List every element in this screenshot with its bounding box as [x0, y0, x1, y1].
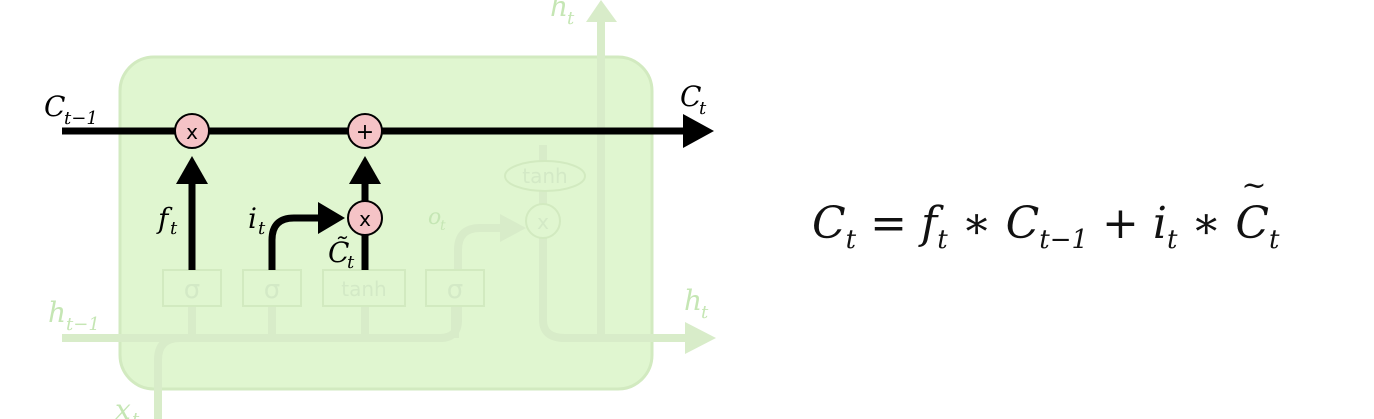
svg-text:h: h — [48, 296, 66, 329]
svg-text:C: C — [680, 80, 701, 113]
svg-text:σ: σ — [264, 275, 280, 305]
eq-lhs-sub: t — [845, 225, 857, 255]
eq-star-1: ∗ — [947, 198, 1006, 249]
output-multiply-op-faded: x — [525, 203, 561, 239]
svg-text:C̃: C̃ — [328, 236, 349, 269]
eq-c-prev: C — [1005, 198, 1040, 249]
eq-i: i — [1152, 198, 1167, 249]
svg-text:t: t — [347, 252, 355, 273]
gate-sigma-output: σ — [425, 269, 485, 307]
label-h-prev: h t−1 — [48, 296, 100, 335]
label-c-t: C t — [680, 80, 707, 119]
svg-text:+: + — [356, 120, 374, 145]
svg-text:t: t — [170, 218, 178, 239]
eq-star-2: ∗ — [1177, 198, 1236, 249]
svg-text:t: t — [440, 218, 446, 234]
label-o-t: o t — [428, 205, 446, 234]
svg-text:t: t — [567, 8, 575, 29]
label-i-t: i t — [248, 202, 266, 239]
gate-sigma-input: σ — [242, 269, 302, 307]
gate-tanh-candidate: tanh — [322, 269, 406, 307]
eq-i-sub: t — [1166, 225, 1178, 255]
tanh-output-oval: tanh — [504, 160, 586, 192]
svg-text:h: h — [684, 284, 702, 317]
eq-c-tilde-sub: t — [1269, 225, 1280, 255]
svg-text:t: t — [699, 98, 707, 119]
faded-arrowhead-right — [685, 322, 716, 354]
svg-text:o: o — [428, 205, 441, 230]
svg-text:t−1: t−1 — [66, 314, 100, 335]
svg-text:t: t — [258, 218, 266, 239]
svg-text:t: t — [132, 409, 140, 419]
label-h-t-top: h t — [550, 0, 575, 29]
label-c-prev: C t−1 — [44, 90, 98, 129]
cell-state-equation: Ct = ft ∗ Ct−1 + it ∗ Ct — [812, 168, 1280, 255]
forget-multiply-op: x — [174, 113, 210, 149]
eq-equals: = — [856, 198, 921, 249]
candidate-arrowhead — [349, 156, 381, 184]
svg-text:x: x — [186, 120, 198, 144]
input-multiply-op: x — [347, 200, 383, 236]
input-gate-line — [268, 214, 325, 270]
add-op: + — [347, 113, 383, 149]
input-gate-arrowhead — [318, 202, 345, 234]
svg-text:i: i — [248, 202, 257, 235]
label-h-t-right: h t — [684, 284, 709, 323]
svg-text:C: C — [44, 90, 65, 123]
svg-text:t−1: t−1 — [64, 108, 98, 129]
eq-c-tilde: C — [1235, 168, 1269, 249]
gate-sigma-forget: σ — [162, 269, 222, 307]
svg-text:σ: σ — [184, 275, 200, 305]
svg-text:x: x — [115, 393, 131, 419]
faded-connections — [62, 22, 690, 419]
svg-text:h: h — [550, 0, 568, 23]
svg-text:tanh: tanh — [341, 277, 386, 301]
cell-state-arrowhead — [683, 114, 714, 148]
eq-f: f — [920, 198, 938, 249]
faded-arrowhead-ot — [500, 214, 526, 242]
eq-lhs: C — [812, 198, 846, 249]
label-x-t: x t — [115, 393, 140, 419]
svg-text:x: x — [537, 210, 549, 234]
eq-f-sub: t — [937, 225, 948, 255]
forget-gate-arrowhead — [176, 156, 208, 184]
eq-plus: + — [1088, 198, 1153, 249]
svg-text:σ: σ — [447, 275, 463, 305]
svg-text:x: x — [359, 207, 371, 231]
label-c-tilde: C̃ t — [328, 236, 355, 273]
svg-text:tanh: tanh — [522, 164, 567, 188]
svg-text:t: t — [701, 302, 709, 323]
lstm-cell-diagram: σ σ tanh σ tanh x h t−1 h t h t o t x t — [44, 0, 716, 419]
faded-arrowhead-top — [586, 0, 617, 22]
eq-c-prev-sub: t−1 — [1039, 225, 1089, 255]
